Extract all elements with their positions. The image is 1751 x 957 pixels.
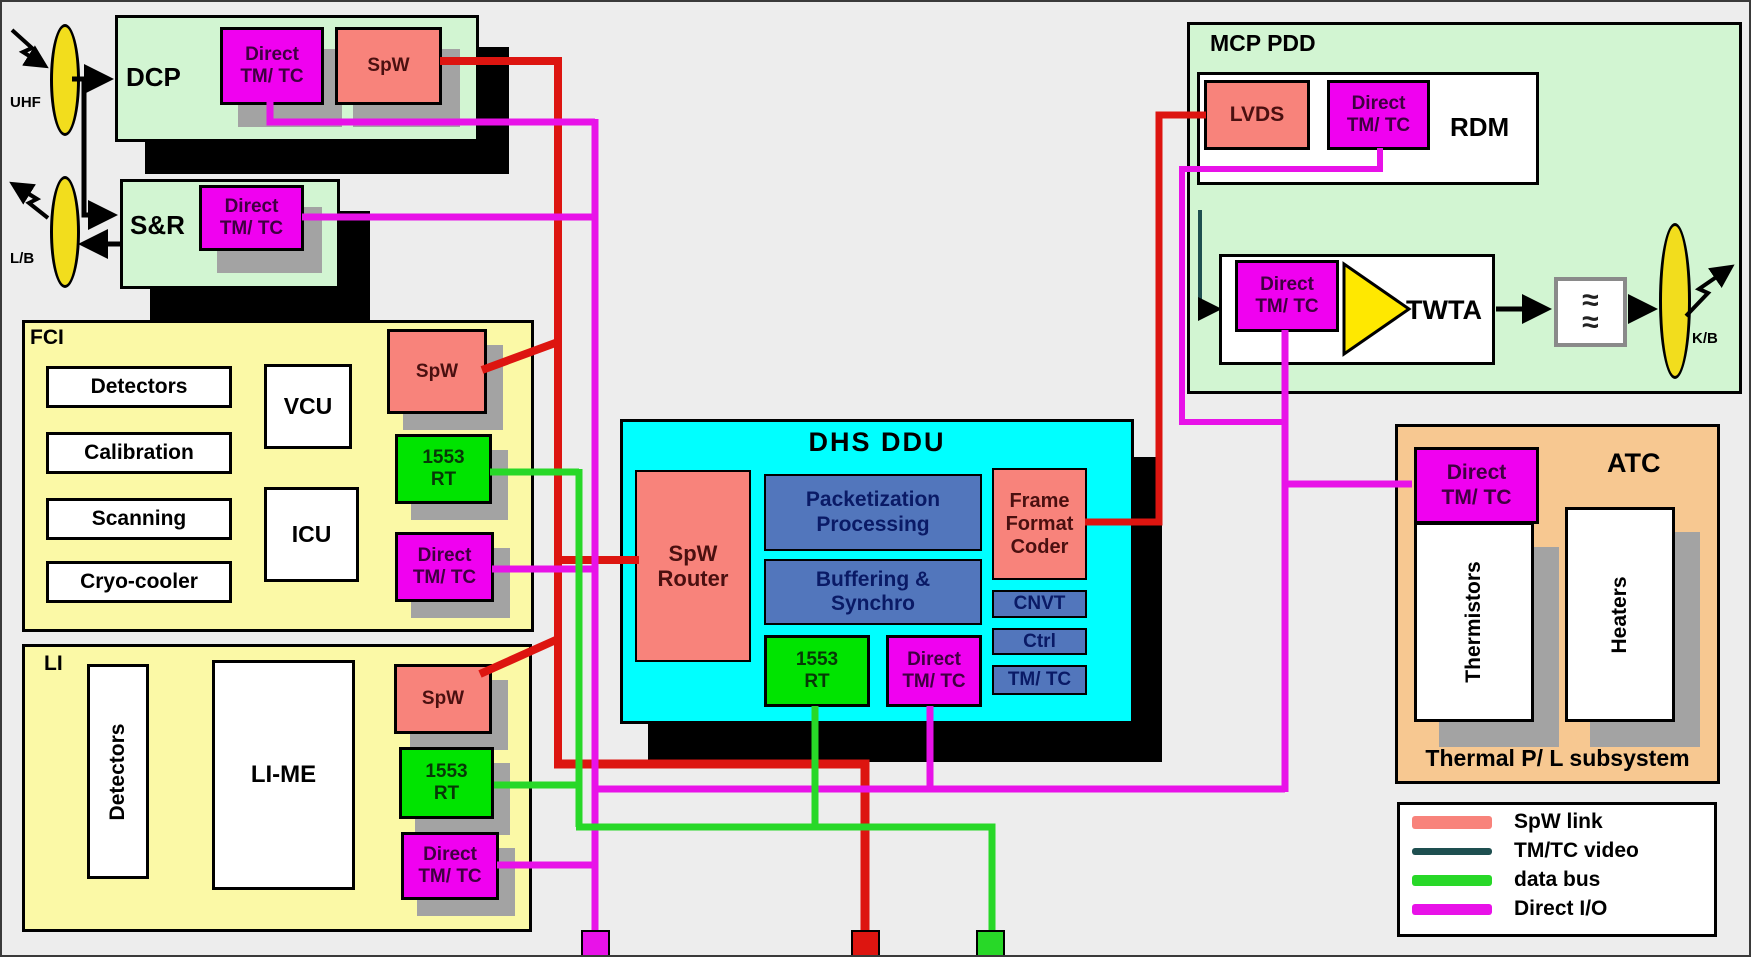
atc-direct-tmtc-chip: Direct TM/ TC <box>1414 447 1539 524</box>
heaters-box: Heaters <box>1565 507 1675 722</box>
sr-direct-tmtc-chip: Direct TM/ TC <box>199 185 304 251</box>
li-detectors-label: Detectors <box>106 723 129 820</box>
legend-row-spw: SpW link <box>1412 808 1712 836</box>
fci-spw-chip: SpW <box>387 329 487 414</box>
bottom-connector-red <box>851 930 880 955</box>
ddu-spw-router: SpW Router <box>635 470 751 662</box>
wire-uhf-wave <box>10 28 49 69</box>
wire-uhf-to-sr <box>81 79 118 230</box>
ddu-cnvt: CNVT <box>992 590 1087 618</box>
legend-row-direct-io: Direct I/O <box>1412 895 1712 923</box>
sr-label: S&R <box>130 210 185 240</box>
lvds-chip: LVDS <box>1204 80 1310 150</box>
li-label: LI <box>44 652 63 675</box>
legend-label-data-bus: data bus <box>1514 868 1601 891</box>
fci-cryo-cooler-box: Cryo-cooler <box>46 561 232 603</box>
fci-direct-tmtc-chip: Direct TM/ TC <box>395 532 494 602</box>
thermal-subsystem-caption: Thermal P/ L subsystem <box>1425 745 1690 771</box>
fci-label: FCI <box>30 326 64 349</box>
icu-box: ICU <box>264 487 359 582</box>
legend-swatch <box>1412 874 1492 886</box>
dcp-label: DCP <box>126 62 181 92</box>
legend-row-tmtc-video: TM/TC video <box>1412 837 1712 865</box>
lb-label: L/B <box>10 250 35 267</box>
rdm-label: RDM <box>1450 112 1510 142</box>
atc-label: ATC <box>1607 448 1661 478</box>
li-detectors-box: Detectors <box>87 664 149 879</box>
legend-label-spw-link: SpW link <box>1514 810 1603 833</box>
ddu-buffering: Buffering & Synchro <box>764 559 982 625</box>
legend-label-tmtc-video: TM/TC video <box>1514 839 1639 862</box>
ddu-direct-tmtc-chip: Direct TM/ TC <box>886 635 982 707</box>
bottom-connector-green <box>976 930 1005 955</box>
ddu-tmtc: TM/ TC <box>992 665 1087 695</box>
ddu-1553-rt-chip: 1553 RT <box>764 635 870 707</box>
uhf-label: UHF <box>10 94 41 111</box>
li-direct-tmtc-chip: Direct TM/ TC <box>401 832 499 900</box>
uhf-antenna-icon <box>50 24 80 136</box>
mcp-pdd-label: MCP PDD <box>1210 30 1316 56</box>
dcp-direct-tmtc-chip: Direct TM/ TC <box>220 27 324 105</box>
fci-1553-rt-chip: 1553 RT <box>395 434 492 504</box>
kb-antenna-icon <box>1659 223 1691 379</box>
ddu-frame-format-coder: Frame Format Coder <box>992 468 1087 580</box>
ddu-ctrl: Ctrl <box>992 628 1087 655</box>
fci-scanning-box: Scanning <box>46 498 232 540</box>
rdm-direct-tmtc-chip: Direct TM/ TC <box>1327 80 1430 150</box>
legend-swatch <box>1412 815 1492 829</box>
fci-detectors-box: Detectors <box>46 366 232 408</box>
legend-row-data-bus: data bus <box>1412 866 1712 894</box>
thermistors-box: Thermistors <box>1414 522 1534 722</box>
dcp-spw-chip: SpW <box>335 27 442 105</box>
legend-swatch <box>1412 847 1492 855</box>
thermistors-label: Thermistors <box>1462 561 1485 683</box>
wire-lb-wave <box>9 181 50 220</box>
wire-bus-bottom-run <box>576 823 996 934</box>
vcu-box: VCU <box>264 364 352 449</box>
twta-label: TWTA <box>1406 295 1482 325</box>
ddu-title: DHS DDU <box>808 427 946 457</box>
fci-calibration-box: Calibration <box>46 432 232 474</box>
twta-direct-tmtc-chip: Direct TM/ TC <box>1235 260 1339 332</box>
ddu-packetization: Packetization Processing <box>764 474 982 551</box>
bottom-connector-magenta <box>581 930 610 955</box>
li-spw-chip: SpW <box>394 664 492 734</box>
heaters-label: Heaters <box>1608 575 1631 654</box>
legend-label-direct-io: Direct I/O <box>1514 897 1608 920</box>
li-1553-rt-chip: 1553 RT <box>399 747 494 819</box>
filter-icon: ≈ ≈ <box>1554 277 1627 347</box>
lb-antenna-icon <box>50 176 80 288</box>
legend-swatch <box>1412 903 1492 915</box>
kb-label: K/B <box>1692 330 1718 347</box>
li-me-box: LI-ME <box>212 660 355 890</box>
wire-spw-bottom-run <box>554 759 870 934</box>
